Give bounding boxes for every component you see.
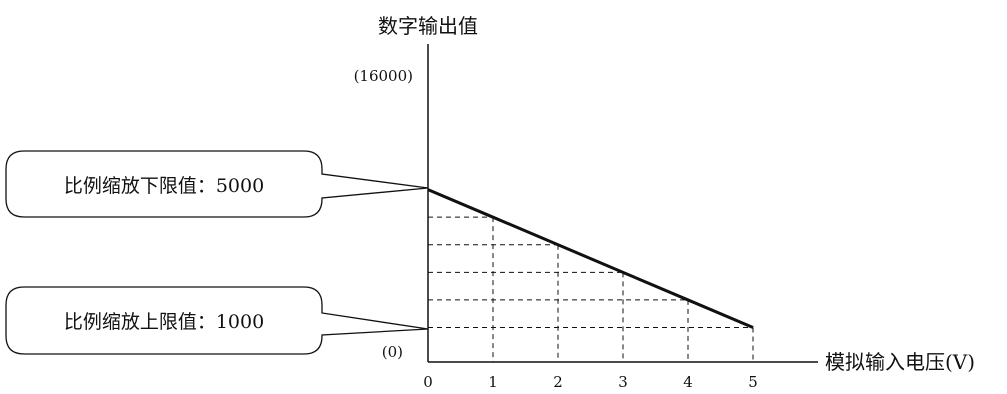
x-tick-label-3: 3: [618, 373, 628, 391]
callout-upper-limit-text: 比例缩放上限值：1000: [64, 311, 264, 333]
callout-lower-limit-text: 比例缩放下限值：5000: [64, 175, 264, 197]
callout-upper-limit: 比例缩放上限值：1000: [5, 286, 429, 355]
x-axis-title: 模拟输入电压(V): [825, 350, 975, 374]
callout-upper-limit-box: [5, 286, 429, 355]
callout-lower-limit-box: [5, 150, 429, 218]
callout-lower-limit: 比例缩放下限值：5000: [5, 150, 429, 218]
dashed-guides: [428, 216, 754, 362]
x-tick-label-5: 5: [748, 373, 758, 391]
y-top-label: (16000): [354, 67, 413, 85]
x-tick-label-0: 0: [423, 373, 433, 391]
x-tick-label-4: 4: [683, 373, 693, 391]
x-tick-label-2: 2: [553, 373, 563, 391]
output-line: [427, 188, 754, 329]
x-tick-label-1: 1: [488, 373, 498, 391]
x-tick-labels: 0 1 2 3 4 5: [423, 373, 758, 391]
y-axis-title: 数字输出值: [378, 14, 478, 38]
y-origin-label: (0): [382, 343, 403, 361]
